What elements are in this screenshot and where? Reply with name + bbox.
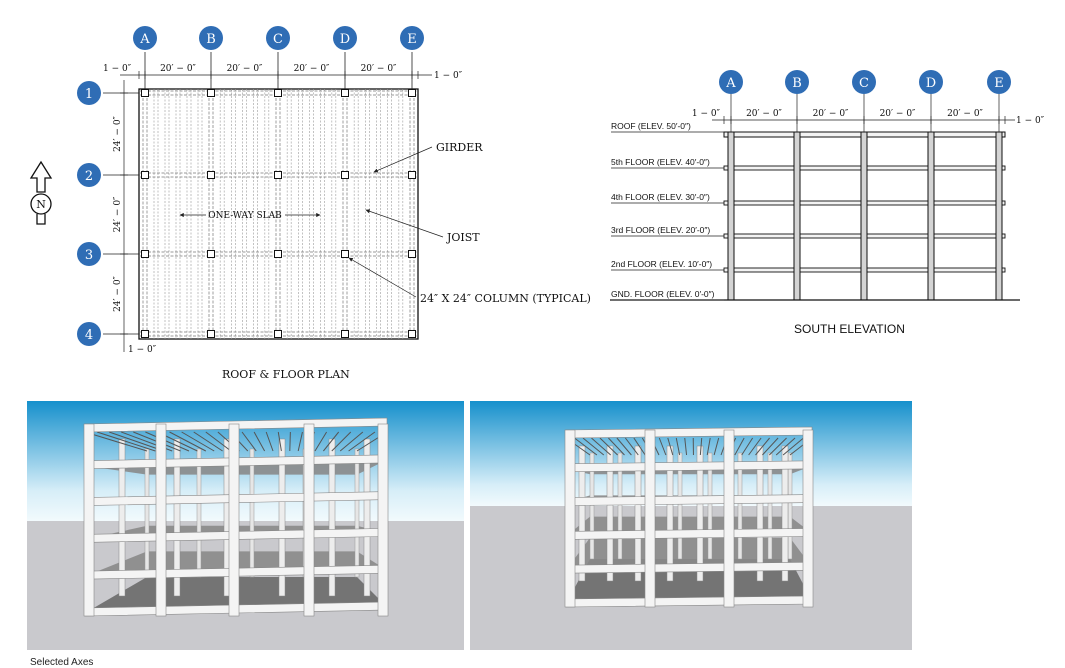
bay-dimension: 20′ − 0″: [361, 64, 397, 74]
column-square: [208, 331, 215, 338]
grid-bubble-label: 1: [85, 87, 93, 102]
elev-bay-dimension: 20′ − 0″: [746, 109, 782, 119]
render-view-right: [470, 401, 912, 650]
bay-dimension: 20′ − 0″: [160, 64, 196, 74]
back-column: [250, 449, 254, 577]
column-square: [342, 90, 349, 97]
elevation-column-a: [728, 132, 734, 300]
north-tail-icon: [37, 214, 45, 224]
column-square: [208, 90, 215, 97]
front-column: [565, 430, 575, 607]
elev-bay-dimension: 20′ − 0″: [813, 109, 849, 119]
column-label: 24″ X 24″ COLUMN (TYPICAL): [420, 292, 591, 305]
row-dimension: 24′ − 0″: [113, 115, 123, 151]
column-square: [275, 172, 282, 179]
row-dimension: 24′ − 0″: [113, 196, 123, 232]
column-square: [142, 251, 149, 258]
slab-label: ONE-WAY SLAB: [208, 211, 282, 221]
grid-bubble-label: D: [340, 32, 350, 47]
elevation-column-b: [794, 132, 800, 300]
level-label-0: ROOF (ELEV. 50′-0″): [611, 121, 691, 131]
column-leader: [349, 258, 416, 297]
footer-text: Selected Axes: [30, 657, 93, 668]
floor-plan: A B C D E 1 2 3 4 20′ − 0″ 20′ − 0″ 20′ − 0″ 20′ − 0…: [31, 26, 591, 355]
grid-bubble-label: 3: [85, 248, 93, 263]
front-column: [156, 424, 166, 616]
elev-bubble-label: D: [926, 76, 936, 91]
render-view-left: [27, 401, 464, 650]
joist-leader: [366, 210, 443, 237]
roof-joist: [290, 432, 291, 451]
column-square: [142, 90, 149, 97]
elev-bubble-label: C: [859, 76, 869, 91]
column-square: [342, 331, 349, 338]
plan-caption: ROOF & FLOOR PLAN: [222, 368, 350, 381]
elev-bubble-label: E: [994, 76, 1004, 91]
front-column: [84, 424, 94, 616]
render-right-svg: [470, 401, 912, 650]
column-square: [409, 172, 416, 179]
grid-bubble-label: 2: [85, 169, 93, 184]
elev-edge-dimension: 1 − 0″: [692, 109, 721, 119]
grid-bubble-label: A: [139, 32, 150, 47]
back-column: [197, 449, 201, 577]
column-square: [275, 331, 282, 338]
elevation-caption: SOUTH ELEVATION: [794, 322, 905, 336]
front-column: [645, 430, 655, 607]
column-square: [409, 251, 416, 258]
elevation-column-d: [928, 132, 934, 300]
front-column: [724, 430, 734, 607]
column-square: [142, 172, 149, 179]
column-square: [275, 90, 282, 97]
edge-dimension: 1 − 0″: [128, 345, 157, 355]
front-column: [378, 424, 388, 616]
elev-bubble-label: B: [792, 76, 802, 91]
column-square: [342, 251, 349, 258]
column-square: [208, 172, 215, 179]
elev-bay-dimension: 20′ − 0″: [880, 109, 916, 119]
bay-dimension: 20′ − 0″: [227, 64, 263, 74]
girder-leader: [374, 147, 432, 172]
level-label-4: 2nd FLOOR (ELEV. 10′-0″): [611, 259, 712, 269]
front-column: [304, 424, 314, 616]
edge-dimension: 1 − 0″: [103, 64, 132, 74]
joist-label: JOIST: [446, 231, 480, 244]
north-arrow-icon: [31, 162, 51, 192]
south-elevation: ROOF (ELEV. 50′-0″) 5th FLOOR (ELEV. 40′-…: [610, 70, 1045, 300]
elev-bubble-label: A: [725, 76, 736, 91]
render-left-svg: [27, 401, 464, 650]
girder-label: GIRDER: [436, 141, 483, 154]
elev-edge-dimension: 1 − 0″: [1016, 116, 1045, 126]
front-column: [229, 424, 239, 616]
grid-bubble-label: B: [206, 32, 216, 47]
elevation-column-c: [861, 132, 867, 300]
row-dimension: 24′ − 0″: [113, 275, 123, 311]
edge-dimension: 1 − 0″: [434, 71, 463, 81]
bay-dimension: 20′ − 0″: [294, 64, 330, 74]
elev-bay-dimension: 20′ − 0″: [947, 109, 983, 119]
level-label-2: 4th FLOOR (ELEV. 30′-0″): [611, 192, 710, 202]
column-square: [409, 90, 416, 97]
back-column: [355, 449, 359, 577]
column-square: [342, 172, 349, 179]
column-square: [275, 251, 282, 258]
front-column: [803, 430, 813, 607]
level-label-3: 3rd FLOOR (ELEV. 20′-0″): [611, 225, 710, 235]
level-label-5: GND. FLOOR (ELEV. 0′-0″): [611, 289, 715, 299]
level-label-1: 5th FLOOR (ELEV. 40′-0″): [611, 157, 710, 167]
elevation-column-e: [996, 132, 1002, 300]
back-column: [145, 449, 149, 577]
column-square: [208, 251, 215, 258]
column-square: [409, 331, 416, 338]
north-label: N: [36, 198, 46, 211]
grid-bubble-label: 4: [85, 328, 93, 343]
grid-bubble-label: E: [407, 32, 417, 47]
drawings-svg: A B C D E 1 2 3 4 20′ − 0″ 20′ − 0″ 20′ − 0″ 20′ − 0…: [0, 0, 1065, 400]
column-square: [142, 331, 149, 338]
grid-bubble-label: C: [273, 32, 283, 47]
